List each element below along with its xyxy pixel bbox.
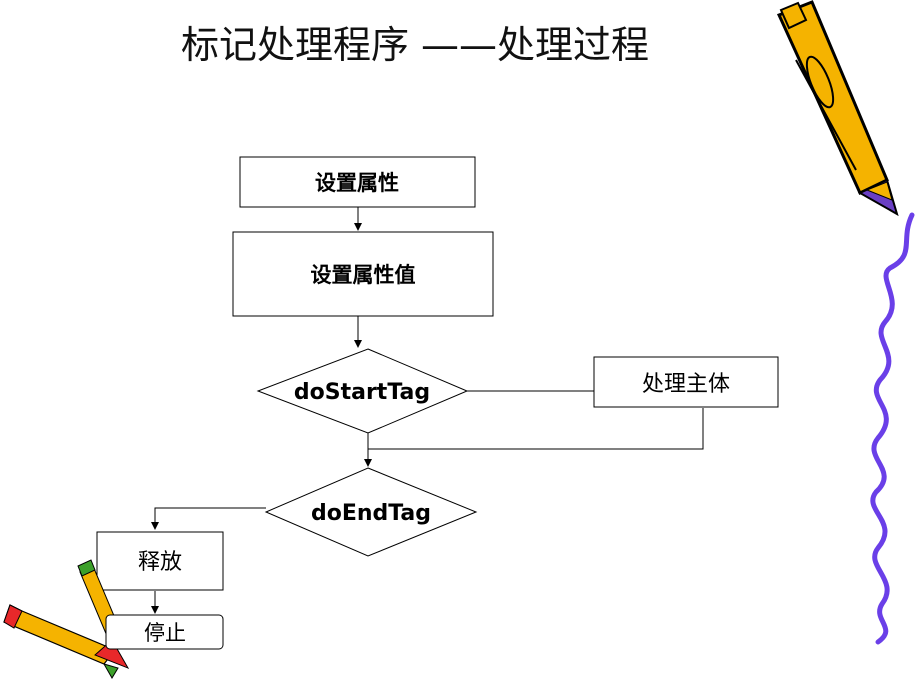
page-title: 标记处理程序 ——处理过程: [180, 23, 650, 67]
node-release-label: 释放: [138, 550, 182, 575]
connector-end-to-release: [151, 507, 266, 530]
decision-do-end-tag: doEndTag: [264, 467, 478, 557]
node-stop-label: 停止: [144, 621, 186, 645]
pencil-icon: [776, 0, 899, 217]
node-set-attribute-value: 设置属性值: [232, 231, 494, 317]
node-set-attribute-label: 设置属性: [315, 171, 399, 195]
node-stop: 停止: [105, 614, 224, 650]
node-process-body-label: 处理主体: [642, 372, 730, 397]
decision-do-start-tag: doStartTag: [256, 348, 469, 434]
connector-body-return: [368, 408, 704, 450]
node-release: 释放: [96, 531, 224, 591]
node-set-attribute: 设置属性: [239, 156, 476, 208]
decision-do-start-tag-label: doStartTag: [294, 380, 430, 405]
decision-do-end-tag-label: doEndTag: [311, 501, 431, 526]
node-set-attribute-value-label: 设置属性值: [311, 263, 416, 287]
squiggle-decoration: [870, 212, 915, 645]
node-process-body: 处理主体: [593, 356, 779, 408]
